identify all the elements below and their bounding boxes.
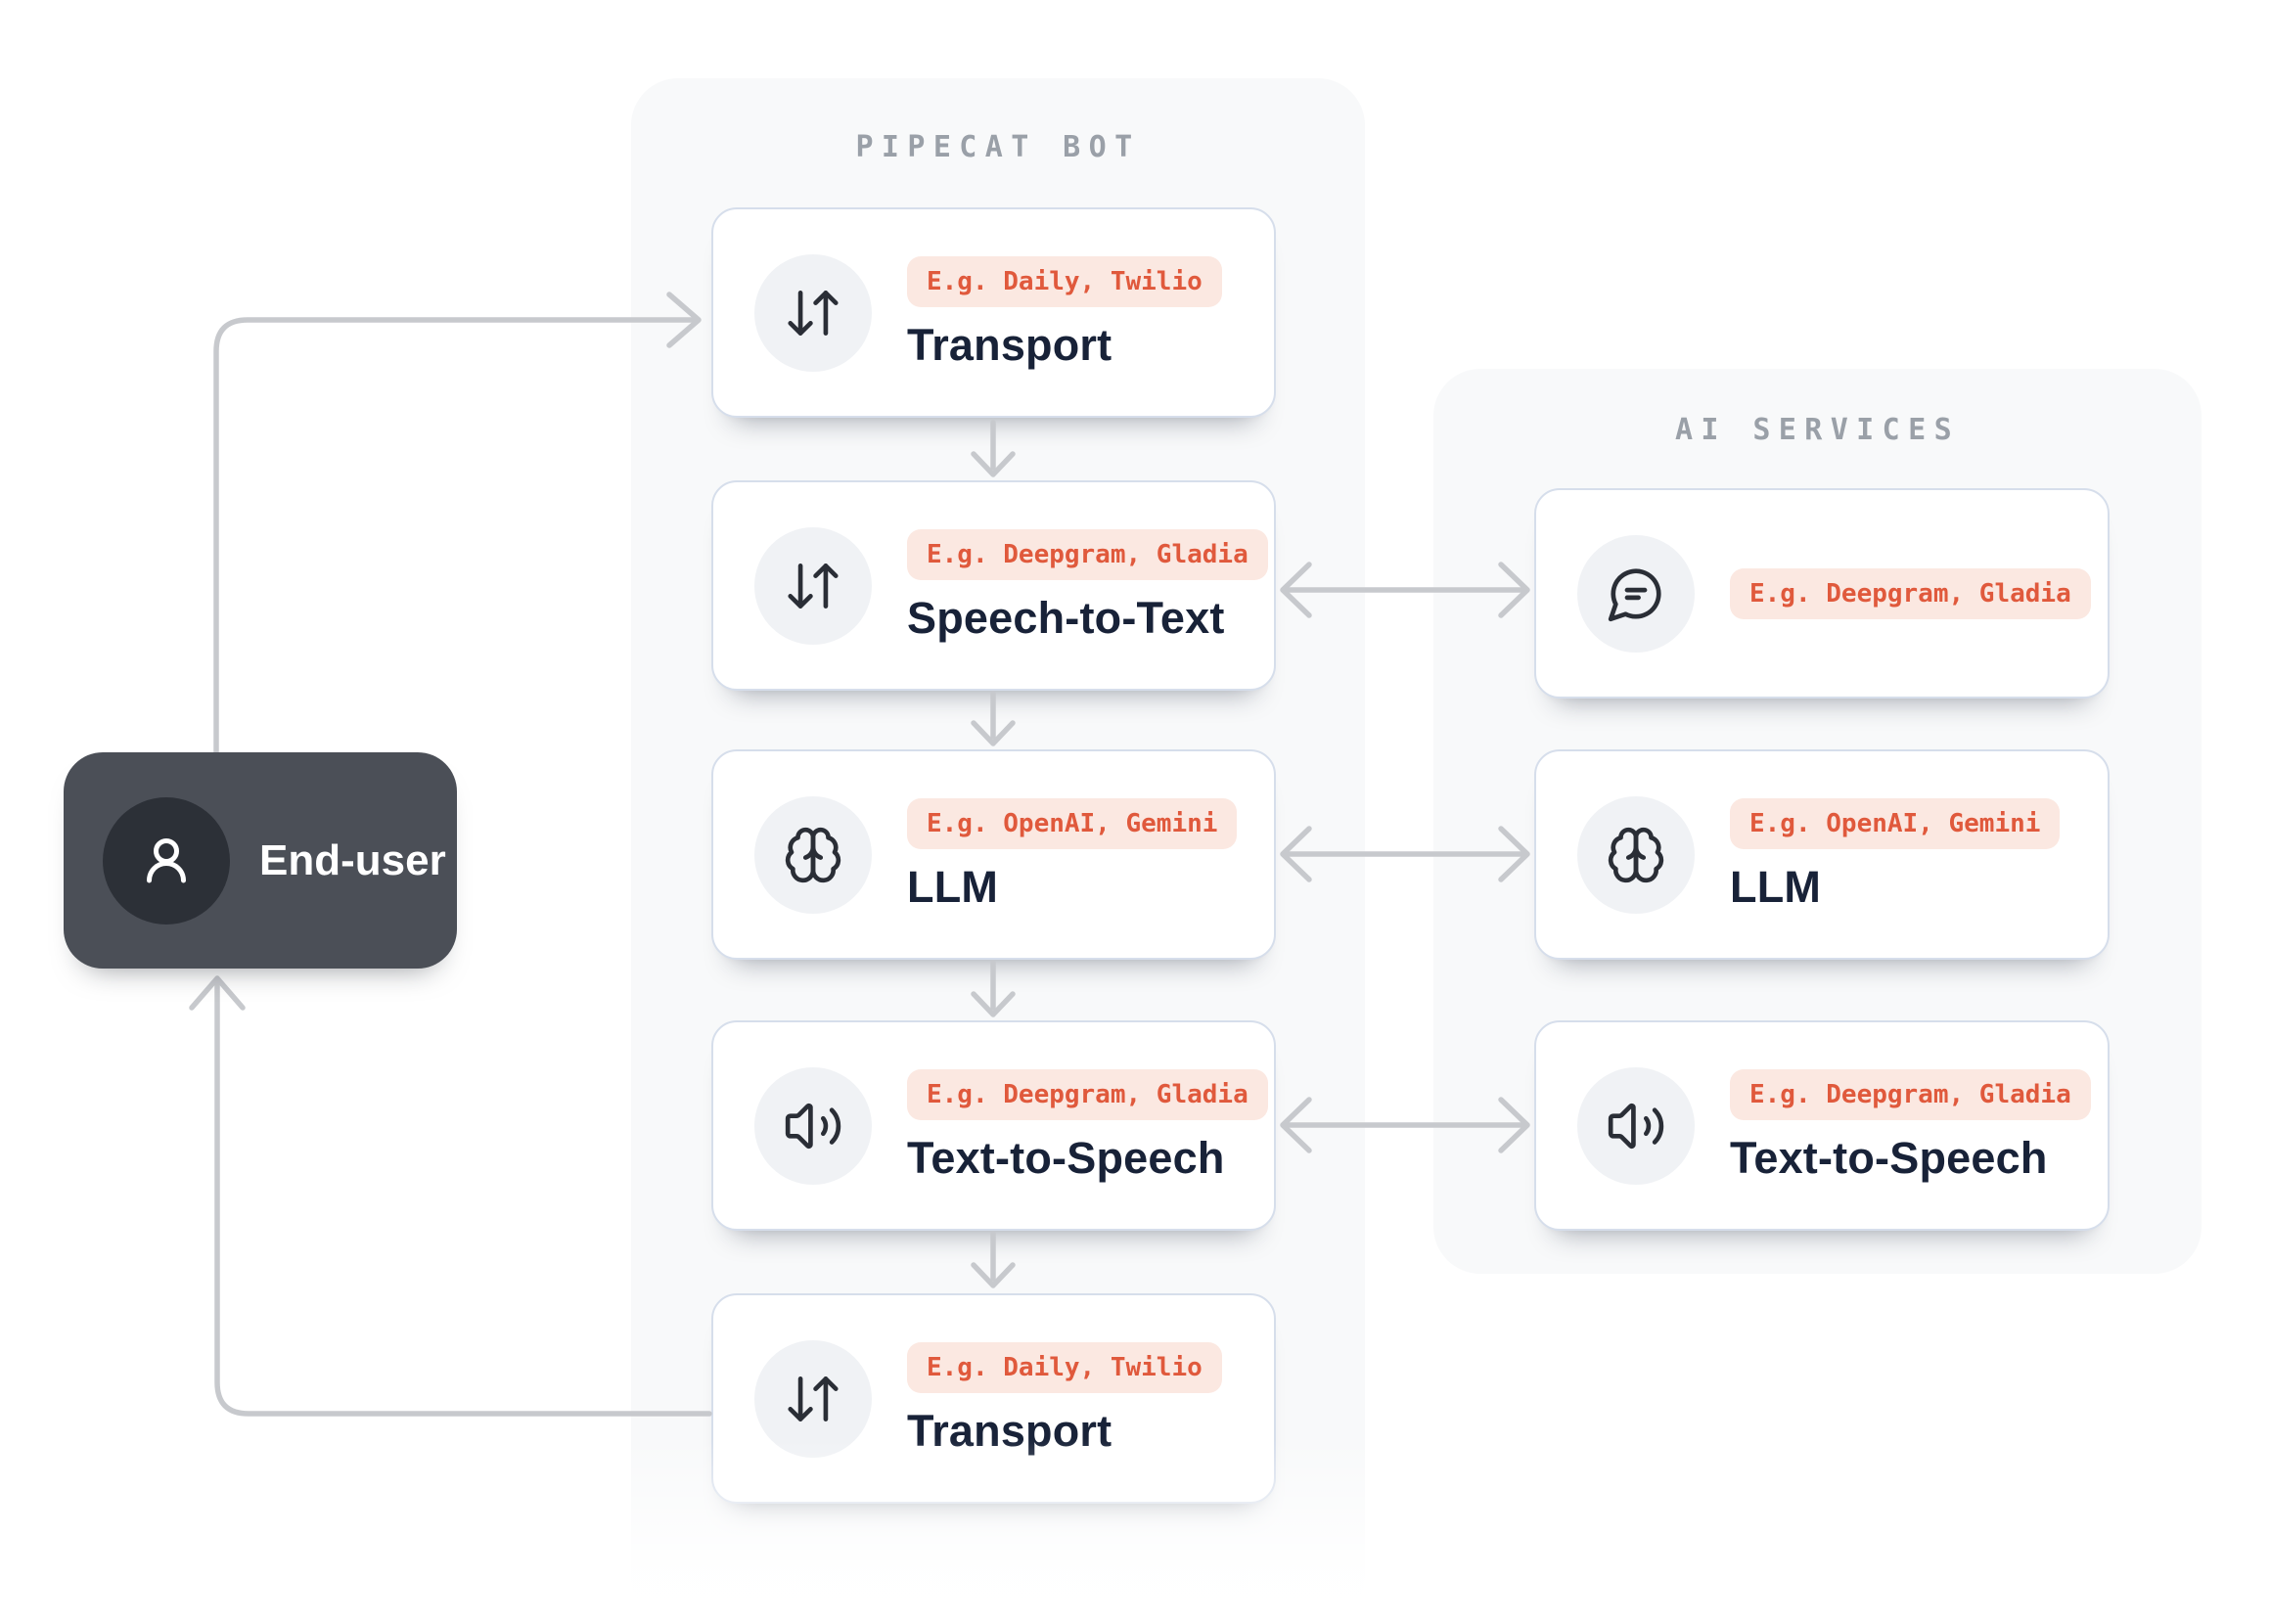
pipecat-bot-panel-title: PIPECAT BOT	[855, 130, 1141, 164]
card-tts-service: E.g. Deepgram, Gladia Text-to-Speech	[1534, 1020, 2110, 1231]
icon-circle	[754, 795, 872, 914]
card-badge: E.g. Daily, Twilio	[907, 256, 1222, 308]
card-title: Transport	[907, 1406, 1112, 1457]
card-speech-to-text: E.g. Deepgram, Gladia Speech-to-Text	[711, 480, 1276, 691]
card-badge: E.g. OpenAI, Gemini	[907, 798, 1238, 850]
user-icon	[147, 837, 186, 882]
icon-circle	[754, 253, 872, 372]
speaker-icon	[785, 1103, 841, 1149]
card-title: Transport	[907, 320, 1112, 371]
brain-icon	[785, 827, 841, 882]
speech-bubble-icon	[1608, 567, 1661, 621]
card-transport-out: E.g. Daily, Twilio Transport	[711, 1293, 1276, 1504]
card-badge: E.g. OpenAI, Gemini	[1730, 798, 2061, 850]
card-badge: E.g. Deepgram, Gladia	[907, 1069, 1268, 1121]
icon-circle	[1577, 795, 1695, 914]
icon-circle	[754, 526, 872, 645]
card-badge: E.g. Deepgram, Gladia	[907, 529, 1268, 581]
card-stt-service: E.g. Deepgram, Gladia	[1534, 488, 2110, 699]
brain-icon	[1608, 827, 1664, 882]
card-title: Text-to-Speech	[907, 1133, 1225, 1184]
arrows-down-up-icon	[788, 563, 839, 609]
arrows-down-up-icon	[788, 290, 839, 336]
end-user-label: End-user	[259, 835, 446, 884]
icon-circle	[754, 1339, 872, 1458]
end-user-avatar	[103, 796, 230, 925]
ai-services-panel-title: AI SERVICES	[1674, 413, 1961, 447]
connector-user-to-transport	[213, 292, 702, 758]
card-llm: E.g. OpenAI, Gemini LLM	[711, 749, 1276, 960]
card-transport-in: E.g. Daily, Twilio Transport	[711, 207, 1276, 418]
card-title: Text-to-Speech	[1730, 1133, 2048, 1184]
icon-circle	[754, 1066, 872, 1185]
arrows-down-up-icon	[788, 1376, 839, 1421]
icon-circle	[1577, 534, 1695, 653]
card-title: Speech-to-Text	[907, 593, 1225, 644]
card-text-to-speech: E.g. Deepgram, Gladia Text-to-Speech	[711, 1020, 1276, 1231]
icon-circle	[1577, 1066, 1695, 1185]
card-llm-service: E.g. OpenAI, Gemini LLM	[1534, 749, 2110, 960]
card-badge: E.g. Daily, Twilio	[907, 1342, 1222, 1394]
card-title: LLM	[1730, 862, 1822, 913]
card-badge: E.g. Deepgram, Gladia	[1730, 1069, 2091, 1121]
card-badge: E.g. Deepgram, Gladia	[1730, 567, 2091, 619]
card-title: LLM	[907, 862, 999, 913]
speaker-icon	[1608, 1103, 1664, 1149]
end-user-node: End-user	[64, 752, 457, 969]
